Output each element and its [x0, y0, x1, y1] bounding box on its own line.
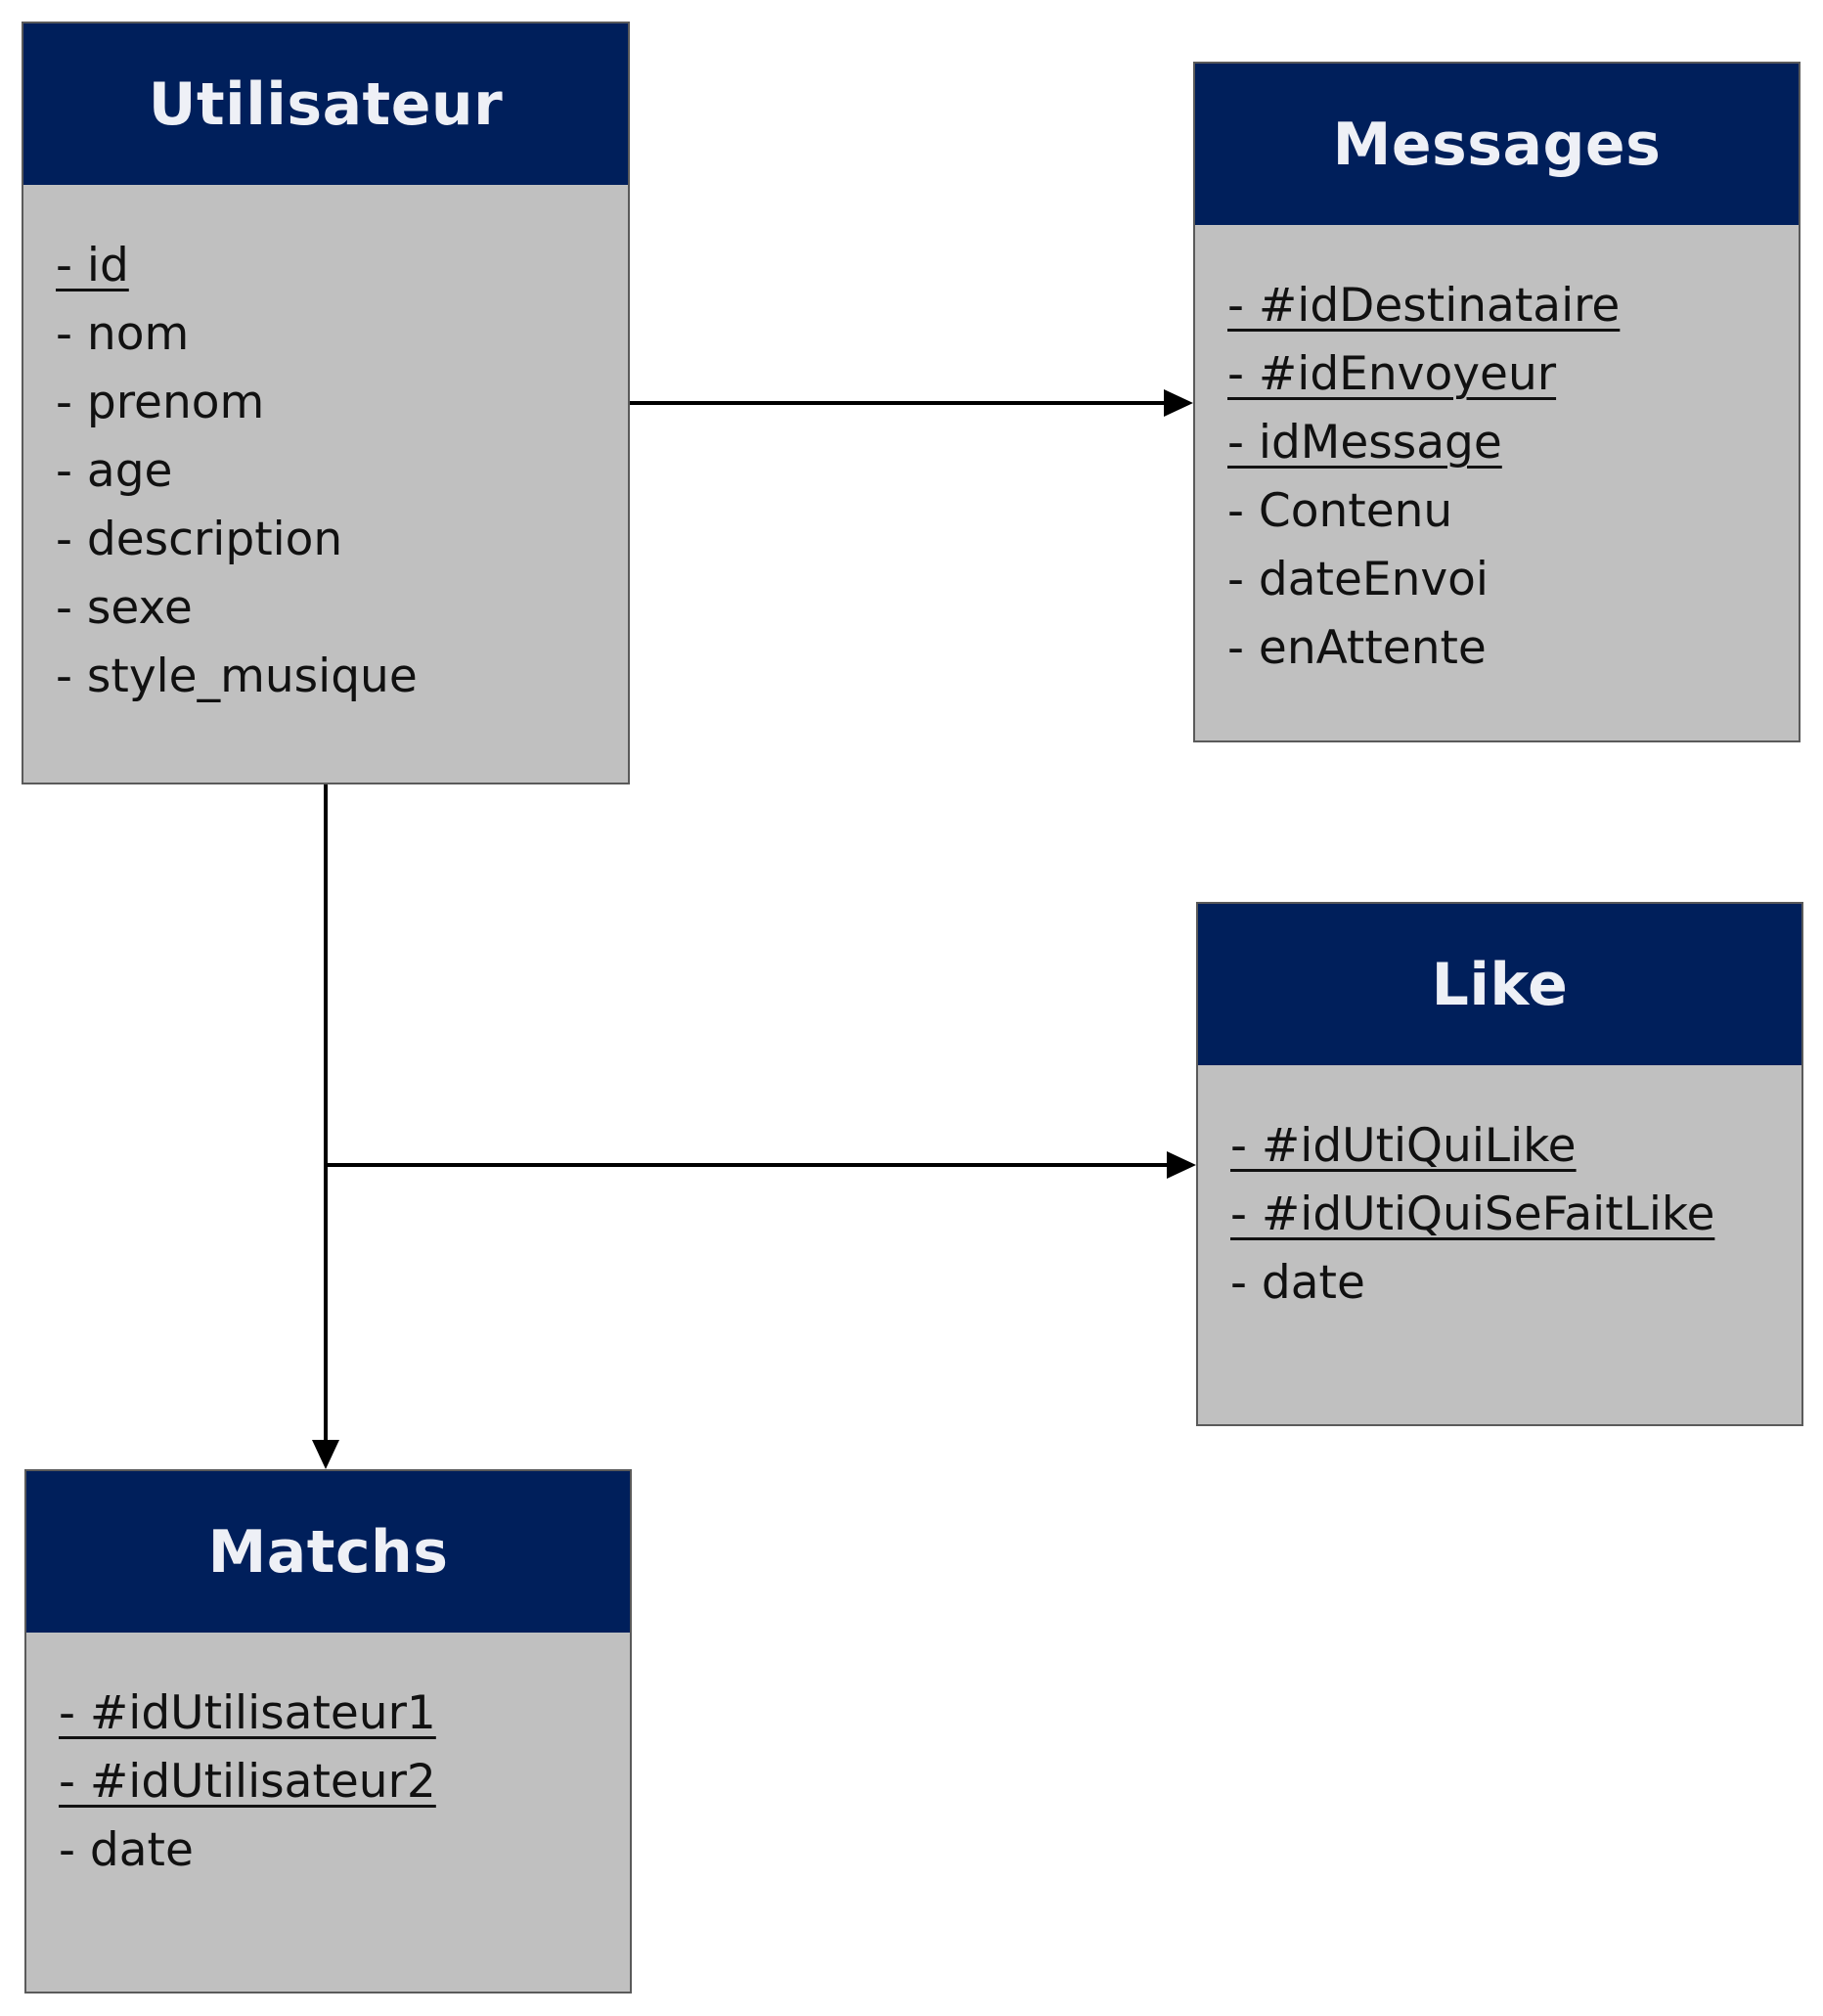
entity-title: Utilisateur [23, 23, 628, 185]
attribute-contenu: - Contenu [1227, 484, 1453, 538]
entity-attributes: - #idDestinataire - #idEnvoyeur - idMess… [1195, 225, 1799, 683]
relation-utilisateur-like-arrowhead [1167, 1151, 1196, 1179]
attribute-sexe: - sexe [56, 581, 193, 635]
relation-utilisateur-matchs-arrowhead [312, 1440, 339, 1469]
attribute-date: - date [1230, 1256, 1365, 1310]
entity-attributes: - #idUtilisateur1 - #idUtilisateur2 - da… [26, 1633, 630, 1885]
attribute-en-attente: - enAttente [1227, 621, 1487, 675]
entity-like: Like - #idUtiQuiLike - #idUtiQuiSeFaitLi… [1196, 902, 1803, 1426]
entity-title: Like [1198, 904, 1801, 1065]
attribute-id-uti-qui-like: - #idUtiQuiLike [1230, 1119, 1577, 1173]
entity-attributes: - #idUtiQuiLike - #idUtiQuiSeFaitLike - … [1198, 1065, 1801, 1318]
attribute-date-envoi: - dateEnvoi [1227, 553, 1489, 606]
attribute-id-destinataire: - #idDestinataire [1227, 279, 1621, 333]
entity-title: Matchs [26, 1471, 630, 1633]
attribute-prenom: - prenom [56, 376, 265, 429]
attribute-id-message: - idMessage [1227, 416, 1502, 470]
entity-matchs: Matchs - #idUtilisateur1 - #idUtilisateu… [24, 1469, 632, 1994]
attribute-id-envoyeur: - #idEnvoyeur [1227, 347, 1557, 401]
attribute-id: - id [56, 239, 129, 292]
entity-title: Messages [1195, 64, 1799, 225]
entity-utilisateur: Utilisateur - id - nom - prenom - age - … [22, 22, 630, 784]
attribute-id-utilisateur1: - #idUtilisateur1 [59, 1686, 436, 1740]
attribute-nom: - nom [56, 307, 190, 361]
entity-messages: Messages - #idDestinataire - #idEnvoyeur… [1193, 62, 1801, 742]
attribute-age: - age [56, 444, 173, 498]
attribute-date: - date [59, 1823, 194, 1877]
attribute-style-musique: - style_musique [56, 650, 418, 703]
relation-utilisateur-messages-arrowhead [1164, 389, 1193, 417]
attribute-id-utilisateur2: - #idUtilisateur2 [59, 1755, 436, 1809]
entity-attributes: - id - nom - prenom - age - description … [23, 185, 628, 711]
attribute-id-uti-qui-se-fait-like: - #idUtiQuiSeFaitLike [1230, 1187, 1715, 1241]
attribute-description: - description [56, 513, 343, 566]
